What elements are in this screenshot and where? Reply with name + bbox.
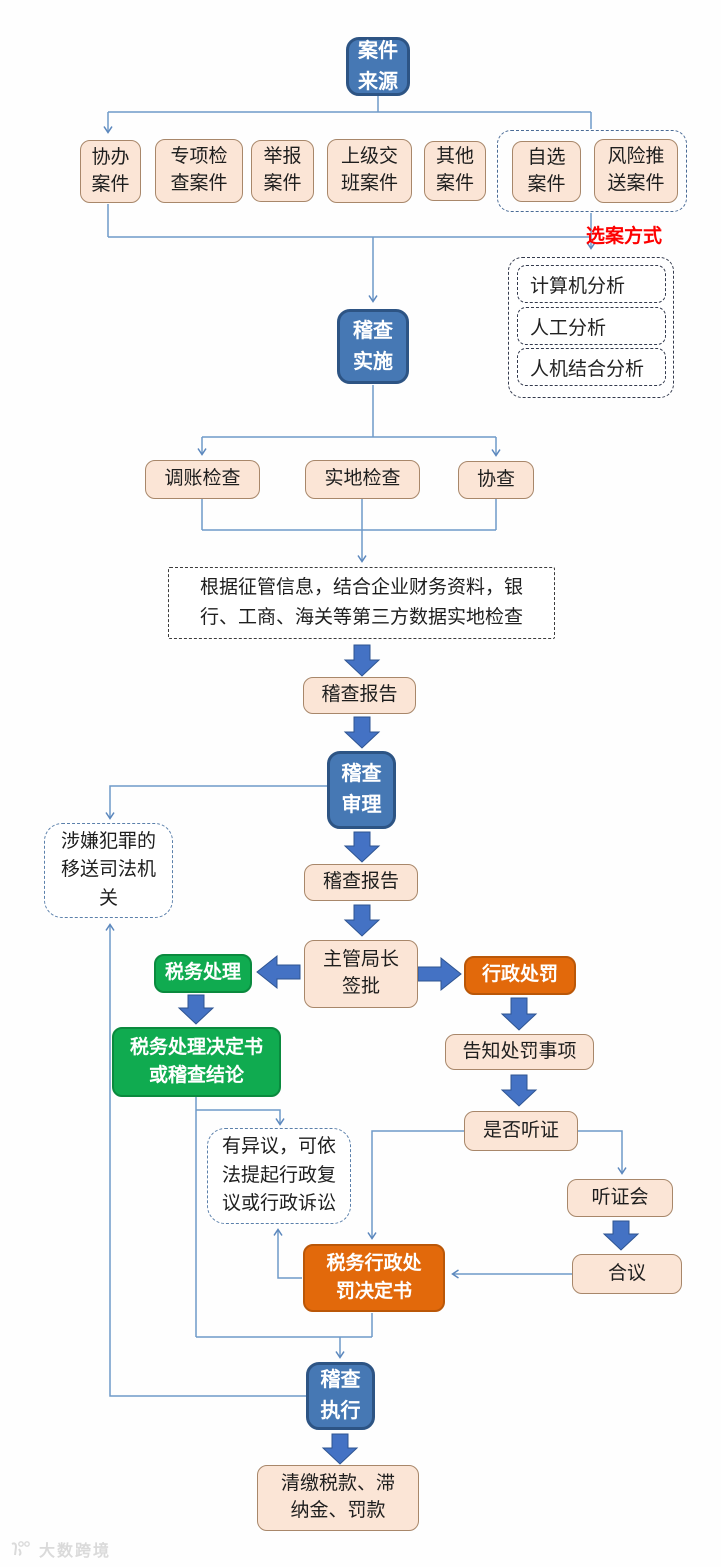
node-special-check-case: 专项检 查案件 <box>155 139 243 203</box>
node-assist-check: 协查 <box>458 461 534 499</box>
block-arrow-down-7 <box>500 1074 538 1107</box>
block-arrow-right-penalty <box>417 956 462 992</box>
node-report-case: 举报 案件 <box>251 140 314 202</box>
node-audit-report-1: 稽查报告 <box>303 677 416 714</box>
block-arrow-down-4 <box>343 904 381 937</box>
node-computer-analysis: 计算机分析 <box>517 265 666 303</box>
block-arrow-down-1 <box>343 644 381 677</box>
node-combined-analysis: 人机结合分析 <box>517 348 666 386</box>
node-assist-case: 协办 案件 <box>80 140 141 203</box>
node-field-check: 实地检查 <box>305 460 420 499</box>
block-arrow-down-5 <box>177 994 215 1025</box>
node-check-note: 根据征管信息，结合企业财务资料，银 行、工商、海关等第三方数据实地检查 <box>168 567 555 639</box>
node-penalty-decision: 税务行政处 罚决定书 <box>303 1244 445 1312</box>
node-treatment-decision: 税务处理决定书 或稽查结论 <box>112 1027 281 1097</box>
wire-hearing-yes-branch <box>578 1130 622 1173</box>
node-audit-execute: 稽查 执行 <box>306 1362 375 1430</box>
wire-decision-to-objection <box>196 1109 280 1124</box>
wire-penaltydoc-to-objection <box>278 1230 302 1279</box>
selection-cases-group <box>497 130 687 212</box>
block-arrow-down-2 <box>343 716 381 749</box>
node-pay-up: 清缴税款、滞 纳金、罚款 <box>257 1465 419 1531</box>
node-other-case: 其他 案件 <box>424 141 486 201</box>
node-case-source: 案件 来源 <box>346 37 410 96</box>
node-account-check: 调账检查 <box>145 460 260 499</box>
wire-hearing-no-branch <box>372 1130 464 1238</box>
node-superior-case: 上级交 班案件 <box>327 139 412 203</box>
node-director-approval: 主管局长 签批 <box>304 940 418 1008</box>
node-objection-note: 有异议，可依 法提起行政复 议或行政诉讼 <box>207 1128 351 1224</box>
block-arrow-down-6 <box>500 997 538 1031</box>
node-audit-report-2: 稽查报告 <box>304 864 418 901</box>
node-hearing-or-not: 是否听证 <box>464 1111 578 1151</box>
node-admin-penalty: 行政处罚 <box>464 956 576 995</box>
node-audit-implement: 稽查 实施 <box>337 309 409 384</box>
node-notify-penalty: 告知处罚事项 <box>445 1034 594 1070</box>
wire-review-to-judicial <box>110 785 327 818</box>
block-arrow-down-8 <box>602 1220 640 1251</box>
node-tax-treatment: 税务处理 <box>154 954 252 993</box>
watermark-logo-icon <box>11 1541 30 1556</box>
node-audit-review: 稽查 审理 <box>327 751 396 829</box>
block-arrow-down-9 <box>321 1433 359 1465</box>
node-risk-push-case: 风险推 送案件 <box>594 139 678 203</box>
node-hearing-meeting: 听证会 <box>567 1179 673 1217</box>
node-self-select-case: 自选 案件 <box>512 141 581 202</box>
selection-method-label: 选案方式 <box>586 226 663 247</box>
node-deliberation: 合议 <box>572 1254 682 1294</box>
node-manual-analysis: 人工分析 <box>517 307 666 345</box>
watermark: 大数跨境 <box>8 1537 111 1561</box>
watermark-text: 大数跨境 <box>39 1543 112 1560</box>
block-arrow-left-tax <box>256 954 301 990</box>
node-judicial-transfer: 涉嫌犯罪的 移送司法机 关 <box>44 823 173 918</box>
block-arrow-down-3 <box>343 831 381 863</box>
